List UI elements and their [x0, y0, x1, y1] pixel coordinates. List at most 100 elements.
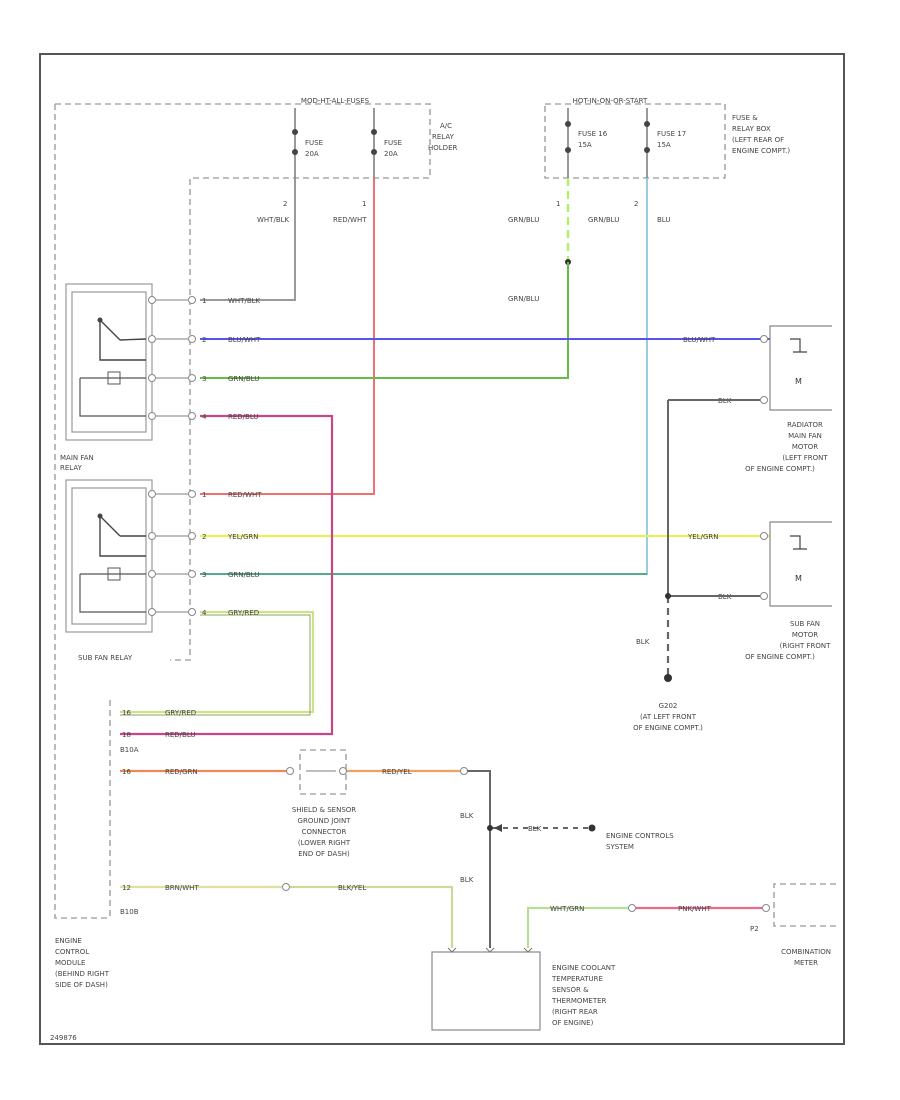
- ect-label-4: THERMOMETER: [551, 997, 607, 1005]
- main-fan-relay-label-1: MAIN FAN: [60, 454, 94, 462]
- shield-term-2: [339, 767, 347, 775]
- r2-pin-2: 2: [202, 533, 206, 541]
- sub-term-1: [760, 532, 768, 540]
- r2-conn-4: [188, 608, 196, 616]
- relay-box-label-1: FUSE &: [732, 114, 758, 122]
- arrow-left-icon: [494, 824, 502, 832]
- brn-wht-term: [282, 883, 290, 891]
- ecm-connector-b10a: B10A: [120, 746, 139, 754]
- wire-blk-yel: [290, 885, 454, 948]
- ect-pin-2: [485, 947, 495, 953]
- rad-term-1: [760, 335, 768, 343]
- meter-pin: P2: [750, 925, 759, 933]
- pin-2-left: 2: [283, 200, 287, 208]
- diagram-frame: [39, 53, 845, 1045]
- wire-red-wht-top-label: RED/WHT: [333, 216, 367, 224]
- sub-motor-symbol: [790, 535, 807, 550]
- ac-relay-holder-label-1: A/C: [440, 122, 452, 130]
- r1-pin-2: 2: [202, 336, 206, 344]
- sub-wire-label-1: YEL/GRN: [687, 533, 718, 541]
- wire-red-blu: [120, 414, 334, 736]
- main-fan-relay-coil: [79, 377, 146, 417]
- rad-wire-label-1: BLU/WHT: [683, 336, 716, 344]
- wire-grn-blu-mid-label: GRN/BLU: [508, 295, 539, 303]
- r1-term-2: [148, 335, 156, 343]
- splice-blk: [665, 593, 671, 599]
- rad-label-2: MAIN FAN: [788, 432, 822, 440]
- sub-fan-relay-pivot: [97, 513, 103, 519]
- shield-term-1: [286, 767, 294, 775]
- fuse-left-1-amp: 20A: [305, 150, 319, 158]
- sub-motor-m-icon: M: [795, 574, 802, 583]
- r1-term-1: [148, 296, 156, 304]
- wire-grn-blu-top-label: GRN/BLU: [508, 216, 539, 224]
- fuse-left-2-bottom: [371, 149, 377, 155]
- eng-ctrl-label-1: ENGINE CONTROLS: [606, 832, 674, 840]
- r2-term-2: [148, 532, 156, 540]
- radiator-motor-symbol: [790, 338, 807, 353]
- main-fan-relay-label-2: RELAY: [60, 464, 83, 472]
- fuse-box-left-label: MOD-HT-ALL-FUSES: [301, 97, 370, 105]
- rad-label-3: MOTOR: [792, 443, 818, 451]
- r2-wire-label-2: YEL/GRN: [227, 533, 258, 541]
- splice-blk-ect: [487, 825, 493, 831]
- shield-label-5: END OF DASH): [298, 850, 350, 858]
- wire-wht-blk: [200, 178, 296, 301]
- sub-label-1: SUB FAN: [790, 620, 820, 628]
- fuse-left-2-amp: 20A: [384, 150, 398, 158]
- fuse-left-2-top: [371, 129, 377, 135]
- ect-label-1: ENGINE COOLANT: [552, 964, 616, 972]
- r1-wire-label-2: BLU/WHT: [228, 336, 261, 344]
- fuse-left-1-bottom: [292, 149, 298, 155]
- pin-1-right: 1: [556, 200, 560, 208]
- wire-grn-blu-top-label-2: GRN/BLU: [588, 216, 619, 224]
- engine-controls-dot: [588, 824, 596, 832]
- sub-fan-relay-coil-mark: [107, 567, 121, 581]
- fuse-16-amp: 15A: [578, 141, 592, 149]
- sub-term-2: [760, 592, 768, 600]
- wire-gry-red-edge: [120, 614, 311, 716]
- r2-wire-label-1: RED/WHT: [228, 491, 262, 499]
- main-fan-relay-inner: [71, 291, 147, 433]
- wire-blu: [200, 178, 648, 575]
- ecm-label-4: (BEHIND RIGHT: [55, 970, 110, 978]
- wire-wht-grn: [526, 906, 628, 948]
- ac-relay-holder-label-2: RELAY: [432, 133, 455, 141]
- fuse-box-left-side: [54, 104, 110, 919]
- relay-box-label-3: (LEFT REAR OF: [732, 136, 784, 144]
- wire-red-wht: [200, 178, 375, 495]
- wire-blk-a-label: BLK: [460, 812, 474, 820]
- ecm-connector-b10b: B10B: [120, 908, 139, 916]
- sub-label-3: (RIGHT FRONT: [780, 642, 831, 650]
- shield-label-3: CONNECTOR: [302, 828, 347, 836]
- ecm-pin-12: 12: [122, 884, 131, 892]
- fuse-16-label: FUSE 16: [578, 130, 608, 138]
- r2-conn-1: [188, 490, 196, 498]
- wire-wht-grn-label: WHT/GRN: [550, 905, 584, 913]
- ecm-label-3: MODULE: [55, 959, 85, 967]
- main-fan-relay-box: [65, 283, 153, 441]
- main-fan-relay-coil-mark: [107, 371, 121, 385]
- rad-label-4: (LEFT FRONT: [782, 454, 828, 462]
- shield-label-1: SHIELD & SENSOR: [292, 806, 356, 814]
- wire-grn-blu: [200, 262, 569, 379]
- ecm-wire-red-blu: RED/BLU: [165, 731, 196, 739]
- r2-conn-3: [188, 570, 196, 578]
- wire-blk-ground-label: BLK: [636, 638, 650, 646]
- ecm-wire-red-grn: RED/GRN: [165, 768, 198, 776]
- wire-see-label: BLK: [528, 825, 542, 833]
- sub-fan-relay-box: [65, 479, 153, 633]
- meter-label-1: COMBINATION: [781, 948, 831, 956]
- ecm-pin-16a: 16: [122, 709, 131, 717]
- pin-2-right: 2: [634, 200, 638, 208]
- rad-label-1: RADIATOR: [787, 421, 823, 429]
- r1-conn-2: [188, 335, 196, 343]
- ecm-wire-gry-red: GRY/RED: [165, 709, 196, 717]
- wire-gry-red: [120, 610, 315, 714]
- fuse-box-right-outline: [544, 103, 726, 179]
- wire-blu-top-label: BLU: [657, 216, 670, 224]
- ecm-wire-brn-wht: BRN/WHT: [165, 884, 199, 892]
- meter-box: [773, 883, 836, 927]
- ecm-wire-blk-yel: BLK/YEL: [338, 884, 366, 892]
- wire-pnk-wht-label: PNK/WHT: [678, 905, 712, 913]
